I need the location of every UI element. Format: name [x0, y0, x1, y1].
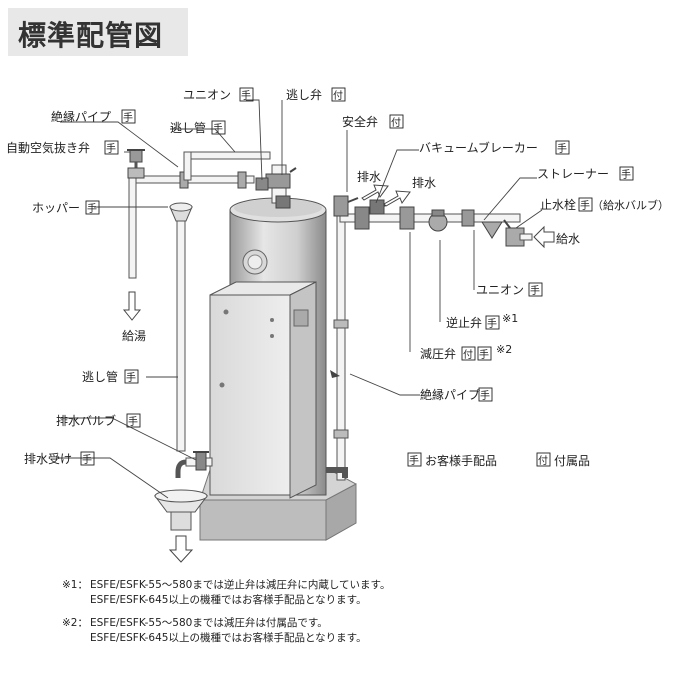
label-strainer: ストレーナー — [537, 167, 609, 181]
legend: 手 お客様手配品 付 付属品 — [407, 452, 590, 468]
title-box: 標準配管図 — [8, 8, 188, 56]
supply-horizontal-pipe — [339, 199, 533, 247]
note2-line1: ESFE/ESFK-55～580までは減圧弁は付属品です。 — [90, 616, 328, 629]
label-relief-valve: 逃し弁 — [286, 87, 322, 102]
svg-text:手: 手 — [409, 454, 419, 467]
label-stop-cock: 止水栓 — [540, 197, 576, 212]
label-water-supply: 給水 — [556, 232, 580, 246]
label-auto-air-vent: 自動空気抜き弁 — [6, 140, 90, 155]
label-vacuum-breaker: バキュームブレーカー — [419, 140, 538, 155]
svg-text:手: 手 — [241, 89, 251, 102]
label-hopper: ホッパー — [32, 201, 80, 215]
svg-text:※1: ※1 — [502, 312, 518, 325]
svg-text:手: 手 — [128, 415, 138, 428]
footnotes: ※1： ESFE/ESFK-55～580までは逆止弁は減圧弁に内蔵しています。 … — [62, 578, 390, 644]
label-insulated-pipe-right: 絶縁パイプ — [420, 387, 480, 402]
label-pressure-reducing: 減圧弁 — [420, 346, 456, 361]
svg-text:手: 手 — [487, 317, 497, 330]
svg-text:※2: ※2 — [496, 343, 512, 356]
drain-receiver — [154, 489, 208, 563]
svg-text:手: 手 — [87, 202, 97, 215]
svg-text:付: 付 — [391, 116, 401, 129]
hopper — [169, 202, 193, 452]
label-drain-1: 排水 — [357, 170, 381, 184]
label-safety-valve: 安全弁 — [342, 114, 378, 129]
svg-text:手: 手 — [479, 348, 489, 361]
control-box — [209, 281, 317, 499]
hot-water-arrow — [122, 291, 142, 321]
svg-text:手: 手 — [557, 142, 567, 155]
note2-line2: ESFE/ESFK-645以上の機種ではお客様手配品となります。 — [90, 631, 367, 644]
legend-customer: お客様手配品 — [425, 453, 497, 468]
svg-text:手: 手 — [126, 371, 136, 384]
label-supply-valve-note: （給水バルブ） — [592, 198, 669, 212]
svg-text:手: 手 — [106, 142, 116, 155]
label-union-right: ユニオン — [476, 283, 524, 297]
svg-text:手: 手 — [580, 199, 590, 212]
relief-valve — [255, 164, 297, 209]
drain-arrows — [361, 184, 411, 207]
svg-text:手: 手 — [621, 168, 631, 181]
note1-line2: ESFE/ESFK-645以上の機種ではお客様手配品となります。 — [90, 593, 367, 606]
label-drain-valve: 排水バルブ — [56, 413, 116, 428]
note2-mark: ※2： — [62, 617, 88, 629]
svg-text:手: 手 — [480, 389, 490, 402]
labels: ユニオン 手 逃し弁 付 安全弁 付 絶縁パイプ 手 逃し管 手 自動空気抜き弁… — [6, 87, 669, 466]
safety-valve — [333, 195, 359, 217]
supply-arrow — [533, 225, 555, 249]
note1-mark: ※1： — [62, 579, 88, 591]
svg-text:手: 手 — [530, 284, 540, 297]
note1-line1: ESFE/ESFK-55～580までは逆止弁は減圧弁に内蔵しています。 — [90, 578, 390, 591]
svg-text:付: 付 — [333, 89, 343, 102]
supply-vertical-pipe — [326, 209, 349, 481]
svg-text:手: 手 — [82, 453, 92, 466]
label-insulated-pipe-top: 絶縁パイプ — [51, 109, 111, 124]
label-relief-pipe-mid: 逃し管 — [82, 369, 118, 384]
svg-text:手: 手 — [123, 111, 133, 124]
label-hot-water: 給湯 — [122, 329, 146, 343]
leader-lines — [56, 99, 543, 499]
label-drain-receiver: 排水受け — [24, 452, 72, 466]
label-drain-2: 排水 — [412, 176, 436, 190]
relief-pipe-top — [183, 151, 271, 181]
svg-text:付: 付 — [463, 348, 473, 361]
label-relief-pipe-top: 逃し管 — [170, 120, 206, 135]
drain-valve — [175, 451, 213, 478]
svg-text:手: 手 — [213, 122, 223, 135]
legend-accessory: 付属品 — [554, 454, 590, 468]
page-title: 標準配管図 — [18, 19, 164, 52]
label-check-valve: 逆止弁 — [446, 315, 482, 330]
svg-text:付: 付 — [538, 454, 548, 467]
label-union-top: ユニオン — [183, 88, 231, 102]
